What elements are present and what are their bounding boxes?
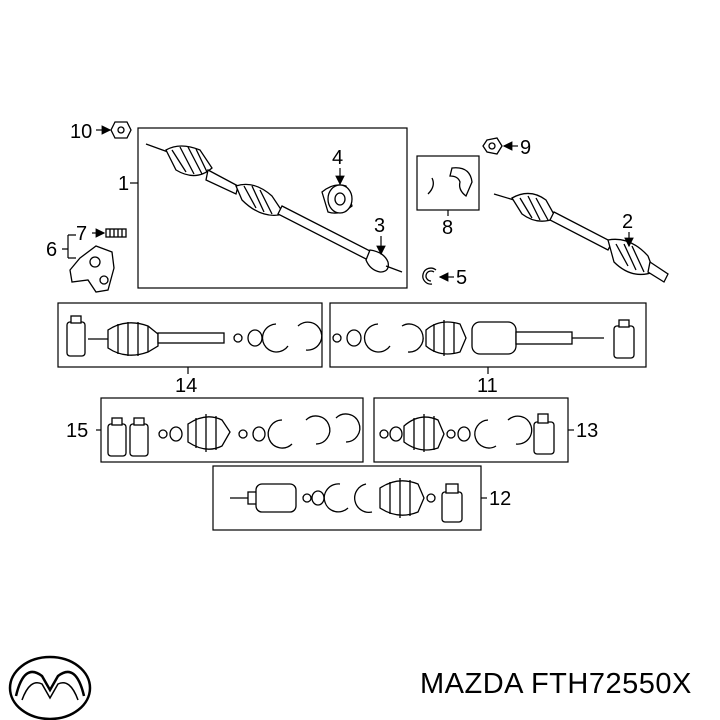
drive-shaft-assembly-right — [493, 192, 669, 283]
kit-part-12 — [230, 478, 463, 523]
group-box-1 — [137, 127, 408, 289]
kit-part-11 — [332, 319, 635, 359]
kit-part-14 — [66, 315, 323, 357]
kit-part-13 — [379, 413, 555, 455]
callout-5: 5 — [456, 267, 467, 289]
bearing-part-4 — [321, 184, 353, 214]
callout-14: 14 — [175, 375, 197, 397]
callout-7: 7 — [76, 223, 87, 245]
callout-4: 4 — [332, 147, 343, 169]
callout-15: 15 — [66, 420, 88, 442]
callout-11: 11 — [477, 375, 498, 397]
kit-part-15 — [107, 413, 361, 457]
clamp-part-8 — [427, 167, 473, 198]
callout-3: 3 — [374, 215, 385, 237]
clip-part-5 — [422, 267, 437, 285]
callout-10: 10 — [70, 121, 92, 143]
callout-1: 1 — [118, 173, 129, 195]
part-number-caption: MAZDA FTH72550X — [420, 668, 692, 700]
mazda-logo — [8, 655, 92, 720]
nut-part-10 — [110, 121, 132, 139]
callout-6: 6 — [46, 239, 57, 261]
bracket-part-6 — [69, 245, 115, 293]
callout-13: 13 — [576, 420, 598, 442]
nut-part-9 — [482, 137, 503, 155]
callout-9: 9 — [520, 137, 531, 159]
bolt-part-7 — [105, 228, 127, 238]
drive-shaft-assembly-left — [145, 143, 403, 273]
callout-12: 12 — [489, 488, 511, 510]
callout-2: 2 — [622, 211, 633, 233]
callout-8: 8 — [442, 217, 453, 239]
